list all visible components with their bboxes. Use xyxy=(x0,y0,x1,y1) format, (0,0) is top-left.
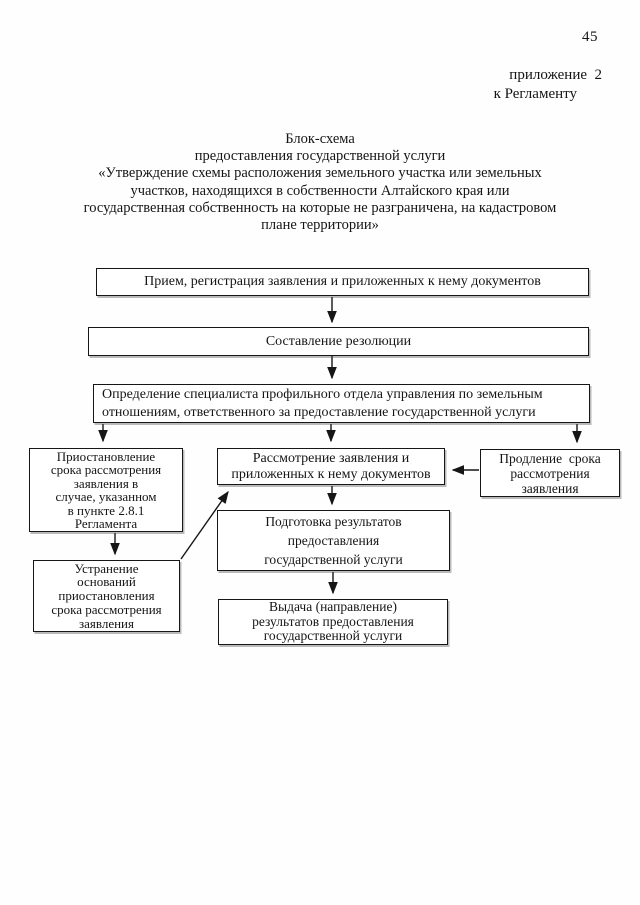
title-line-1: Блок-схема xyxy=(285,131,355,147)
title-line-2: предоставления государственной услуги xyxy=(194,148,446,165)
flow-box-extension: Продление срока рассмотрения заявления xyxy=(480,449,620,497)
document-title: Блок-схема предоставления государственно… xyxy=(40,131,600,234)
appendix-label: приложение 2 к Регламенту xyxy=(494,66,602,104)
page-number: 45 xyxy=(582,29,598,45)
flow-box-preparation: Подготовка результатов предоставления го… xyxy=(217,510,450,571)
flow-box-specialist: Определение специалиста профильного отде… xyxy=(93,384,590,423)
flow-box-review: Рассмотрение заявления и приложенных к н… xyxy=(217,448,445,485)
flow-box-resolution: Составление резолюции xyxy=(88,327,589,356)
appendix-line-2: к Регламенту xyxy=(493,86,577,102)
flow-box-issuance: Выдача (направление) результатов предост… xyxy=(218,599,448,645)
flow-box-suspension: Приостановление срока рассмотрения заявл… xyxy=(29,448,183,532)
flow-box-elimination: Устранение оснований приостановления сро… xyxy=(33,560,180,632)
appendix-line-1: приложение 2 xyxy=(509,67,602,83)
title-quoted-name: «Утверждение схемы расположения земельно… xyxy=(83,165,557,234)
flow-box-reception: Прием, регистрация заявления и приложенн… xyxy=(96,268,589,296)
